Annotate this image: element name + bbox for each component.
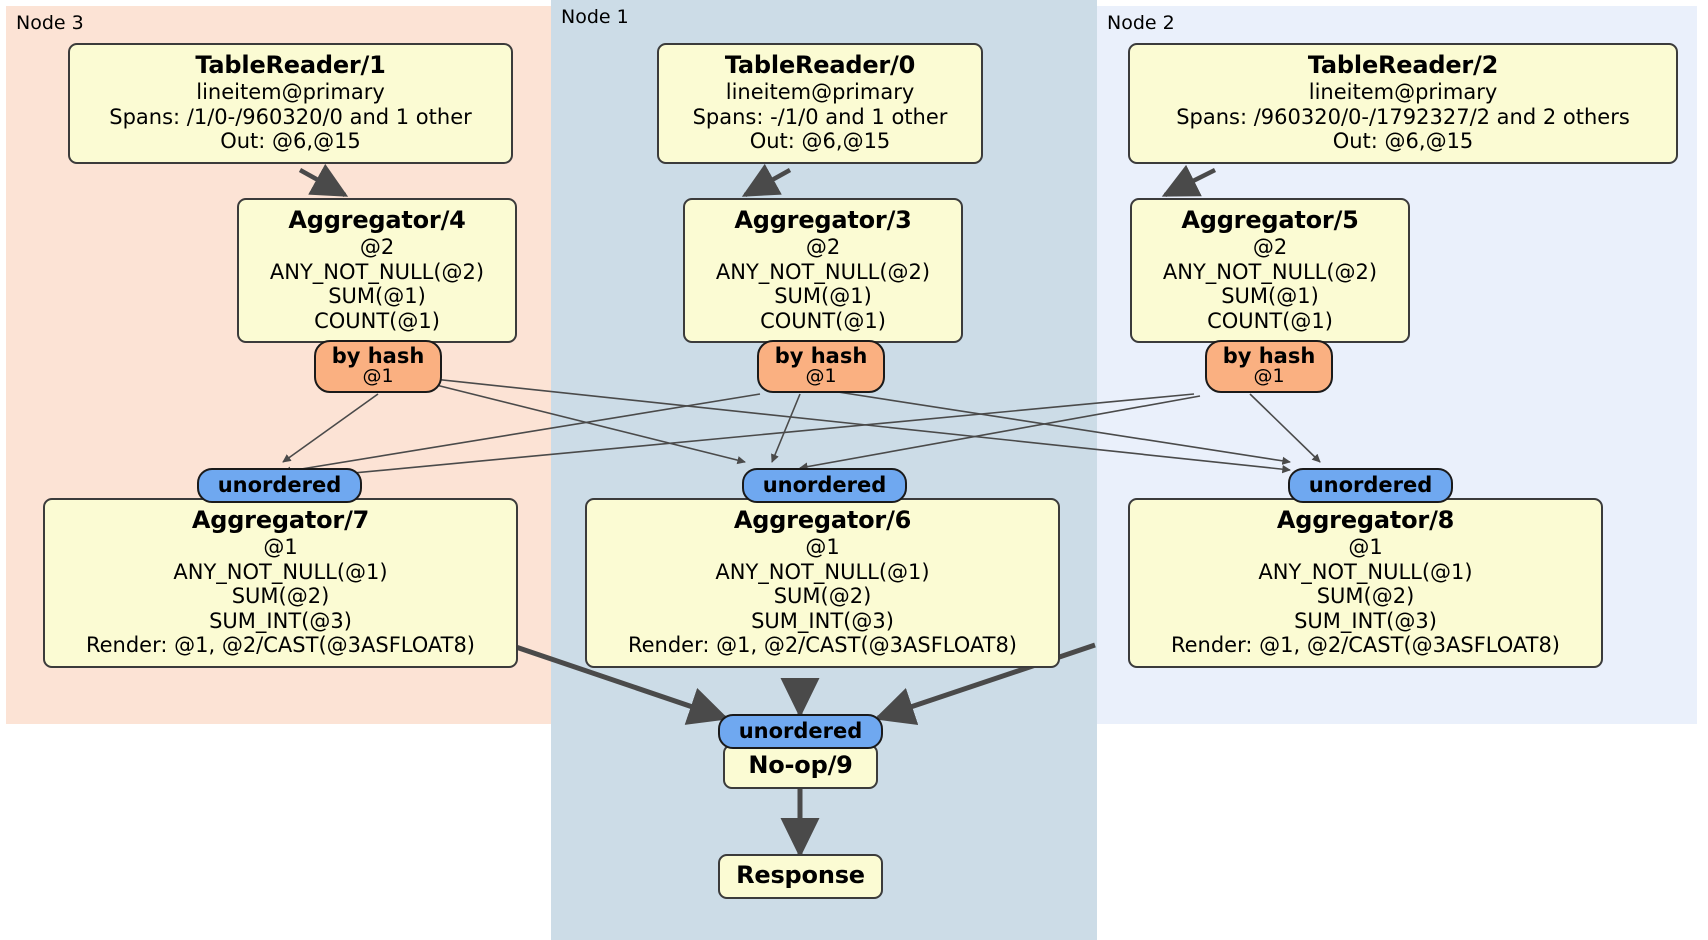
router-sublabel: @1 [362, 365, 394, 388]
synchronizer-unordered-center[interactable]: unordered [742, 468, 907, 504]
processor-line: @1 [263, 535, 298, 560]
processor-line: COUNT(@1) [314, 308, 440, 333]
router-label: by hash [774, 344, 868, 368]
router-by-hash-left[interactable]: by hash @1 [314, 340, 442, 393]
processor-title: Aggregator/4 [288, 206, 466, 234]
region-node-3-label: Node 3 [16, 12, 84, 34]
processor-aggregator-3[interactable]: Aggregator/3 @2 ANY_NOT_NULL(@2) SUM(@1)… [683, 198, 963, 344]
processor-aggregator-6[interactable]: Aggregator/6 @1 ANY_NOT_NULL(@1) SUM(@2)… [585, 498, 1060, 668]
processor-line: ANY_NOT_NULL(@2) [715, 259, 931, 284]
processor-line: SUM(@1) [328, 284, 426, 309]
processor-line: ANY_NOT_NULL(@2) [1162, 259, 1378, 284]
processor-line: @2 [1252, 235, 1288, 260]
synchronizer-label: unordered [738, 719, 863, 743]
processor-tablereader-1[interactable]: TableReader/1 lineitem@primary Spans: /1… [68, 43, 513, 164]
processor-title: Aggregator/3 [734, 206, 912, 234]
processor-title: Response [736, 861, 865, 889]
processor-line: Spans: -/1/0 and 1 other [692, 104, 948, 129]
region-node-2-label: Node 2 [1107, 12, 1175, 34]
router-by-hash-right[interactable]: by hash @1 [1205, 340, 1333, 393]
processor-title: Aggregator/5 [1181, 206, 1359, 234]
processor-response[interactable]: Response [718, 854, 883, 900]
processor-line: Spans: /960320/0-/1792327/2 and 2 others [1176, 104, 1630, 129]
processor-line: SUM_INT(@3) [1294, 608, 1437, 633]
processor-title: TableReader/0 [724, 51, 916, 79]
processor-line: lineitem@primary [196, 80, 385, 105]
processor-line: SUM(@2) [773, 584, 872, 609]
processor-aggregator-7[interactable]: Aggregator/7 @1 ANY_NOT_NULL(@1) SUM(@2)… [43, 498, 518, 668]
synchronizer-label: unordered [217, 473, 342, 497]
processor-title: TableReader/2 [1307, 51, 1499, 79]
processor-line: Out: @6,@15 [749, 129, 891, 154]
router-label: by hash [331, 344, 425, 368]
processor-line: lineitem@primary [725, 80, 915, 105]
processor-line: SUM(@2) [231, 584, 330, 609]
processor-line: Render: @1, @2/CAST(@3ASFLOAT8) [85, 633, 476, 658]
processor-line: COUNT(@1) [760, 308, 886, 333]
processor-line: ANY_NOT_NULL(@1) [173, 559, 388, 584]
processor-line: @2 [359, 235, 395, 260]
processor-line: lineitem@primary [1308, 80, 1498, 105]
processor-line: SUM_INT(@3) [751, 608, 894, 633]
processor-line: SUM(@1) [774, 284, 872, 309]
processor-tablereader-0[interactable]: TableReader/0 lineitem@primary Spans: -/… [657, 43, 983, 164]
router-label: by hash [1222, 344, 1316, 368]
processor-aggregator-4[interactable]: Aggregator/4 @2 ANY_NOT_NULL(@2) SUM(@1)… [237, 198, 517, 344]
processor-line: Out: @6,@15 [220, 129, 361, 154]
synchronizer-unordered-final[interactable]: unordered [718, 714, 883, 750]
processor-aggregator-5[interactable]: Aggregator/5 @2 ANY_NOT_NULL(@2) SUM(@1)… [1130, 198, 1410, 344]
processor-line: COUNT(@1) [1207, 308, 1333, 333]
processor-line: SUM(@2) [1316, 584, 1415, 609]
processor-line: Spans: /1/0-/960320/0 and 1 other [109, 104, 472, 129]
processor-line: ANY_NOT_NULL(@1) [715, 559, 930, 584]
synchronizer-unordered-right[interactable]: unordered [1288, 468, 1453, 504]
synchronizer-label: unordered [762, 473, 887, 497]
processor-line: @1 [805, 535, 840, 560]
processor-title: Aggregator/8 [1276, 506, 1455, 534]
processor-aggregator-8[interactable]: Aggregator/8 @1 ANY_NOT_NULL(@1) SUM(@2)… [1128, 498, 1603, 668]
processor-line: Render: @1, @2/CAST(@3ASFLOAT8) [1170, 633, 1561, 658]
processor-line: @1 [1348, 535, 1383, 560]
processor-no-op-9[interactable]: No-op/9 [723, 744, 878, 790]
processor-line: SUM_INT(@3) [209, 608, 352, 633]
synchronizer-label: unordered [1308, 473, 1433, 497]
processor-title: TableReader/1 [195, 51, 386, 79]
router-sublabel: @1 [805, 365, 837, 388]
router-sublabel: @1 [1253, 365, 1285, 388]
processor-line: SUM(@1) [1221, 284, 1319, 309]
processor-tablereader-2[interactable]: TableReader/2 lineitem@primary Spans: /9… [1128, 43, 1678, 164]
processor-line: ANY_NOT_NULL(@1) [1258, 559, 1473, 584]
region-node-1-label: Node 1 [561, 6, 629, 28]
processor-title: Aggregator/6 [733, 506, 912, 534]
processor-line: @2 [805, 235, 841, 260]
synchronizer-unordered-left[interactable]: unordered [197, 468, 362, 504]
processor-title: No-op/9 [748, 751, 853, 779]
processor-line: Render: @1, @2/CAST(@3ASFLOAT8) [627, 633, 1018, 658]
processor-line: Out: @6,@15 [1332, 129, 1474, 154]
processor-title: Aggregator/7 [191, 506, 370, 534]
processor-line: ANY_NOT_NULL(@2) [269, 259, 485, 284]
router-by-hash-center[interactable]: by hash @1 [757, 340, 885, 393]
